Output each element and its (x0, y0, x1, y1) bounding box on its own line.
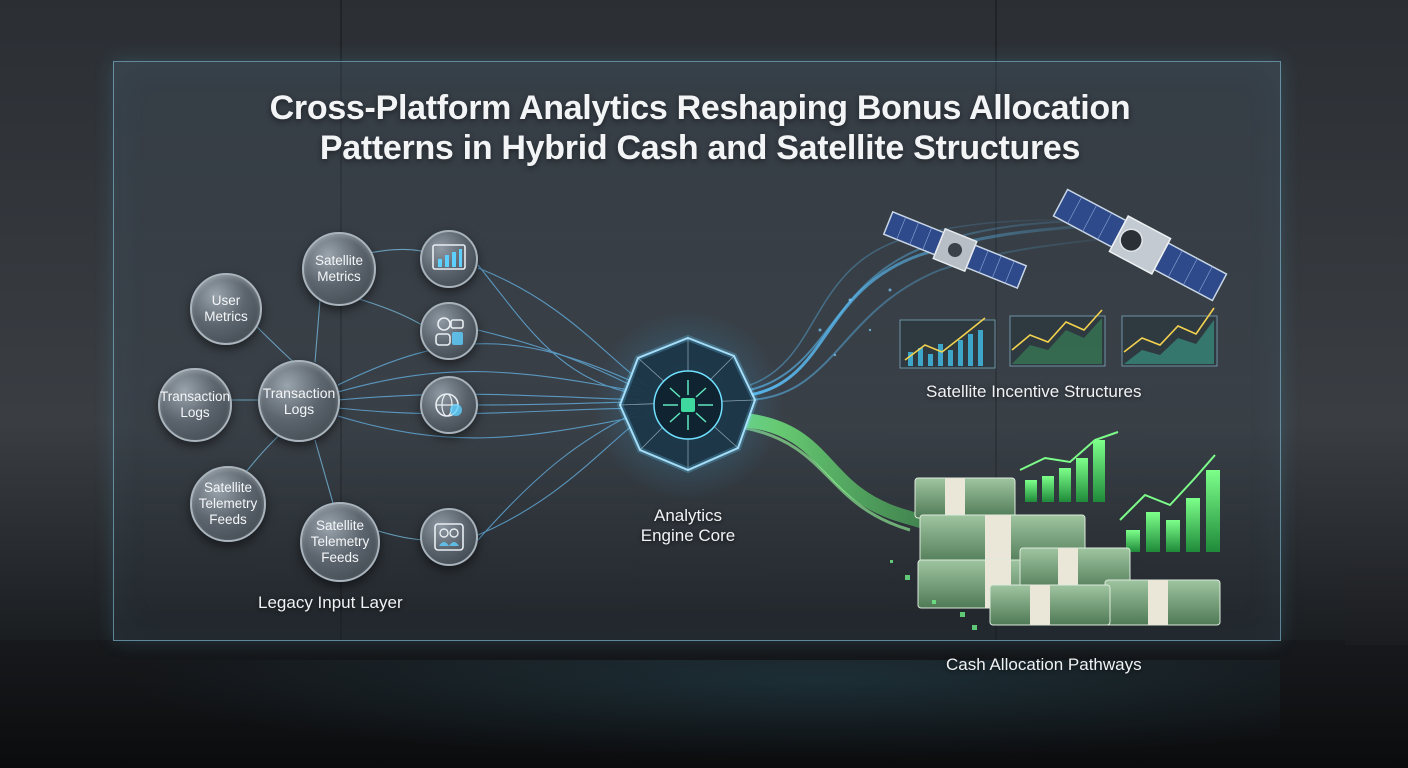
growth-bars-upper (1019, 431, 1119, 502)
legacy-input-layer-label: Legacy Input Layer (258, 593, 403, 612)
node-satellite-metrics: Satellite Metrics (302, 232, 376, 306)
analytics-engine-label: Analytics Engine Core (618, 506, 758, 546)
side-block (1345, 535, 1408, 645)
globe-icon (420, 376, 478, 434)
page-title: Cross-Platform Analytics Reshaping Bonus… (160, 88, 1240, 168)
wall-seam (340, 0, 342, 640)
mini-chart-3 (1121, 307, 1218, 367)
team-icon (420, 508, 478, 566)
satellite-left (882, 210, 1028, 290)
node-satellite-telemetry-left: Satellite Telemetry Feeds (190, 466, 266, 542)
node-satellite-telemetry-bottom: Satellite Telemetry Feeds (300, 502, 380, 582)
people-icon (420, 302, 478, 360)
cash-stacks (914, 477, 1221, 626)
title-line-2: Patterns in Hybrid Cash and Satellite St… (319, 129, 1081, 167)
wall-seam (995, 0, 997, 640)
node-transaction-logs-hub: Transaction Logs (258, 360, 340, 442)
bar-chart-icon (420, 230, 478, 288)
mini-chart-2 (1009, 309, 1106, 367)
growth-bars-lower (1119, 454, 1220, 552)
mini-chart-1 (899, 317, 996, 369)
satellite-right (1052, 188, 1228, 302)
satellite-incentive-label: Satellite Incentive Structures (926, 382, 1142, 401)
engine-label-line-1: Analytics (653, 506, 723, 525)
analytics-core (593, 310, 783, 500)
engine-label-line-2: Engine Core (640, 526, 736, 545)
floor-reflection (120, 660, 1280, 760)
particles (890, 560, 977, 630)
node-transaction-logs: Transaction Logs (158, 368, 232, 442)
particles-blue (818, 288, 892, 357)
node-user-metrics: User Metrics (190, 273, 262, 345)
cash-allocation-label: Cash Allocation Pathways (946, 655, 1142, 674)
floor (0, 640, 1408, 768)
title-line-1: Cross-Platform Analytics Reshaping Bonus… (269, 89, 1131, 127)
